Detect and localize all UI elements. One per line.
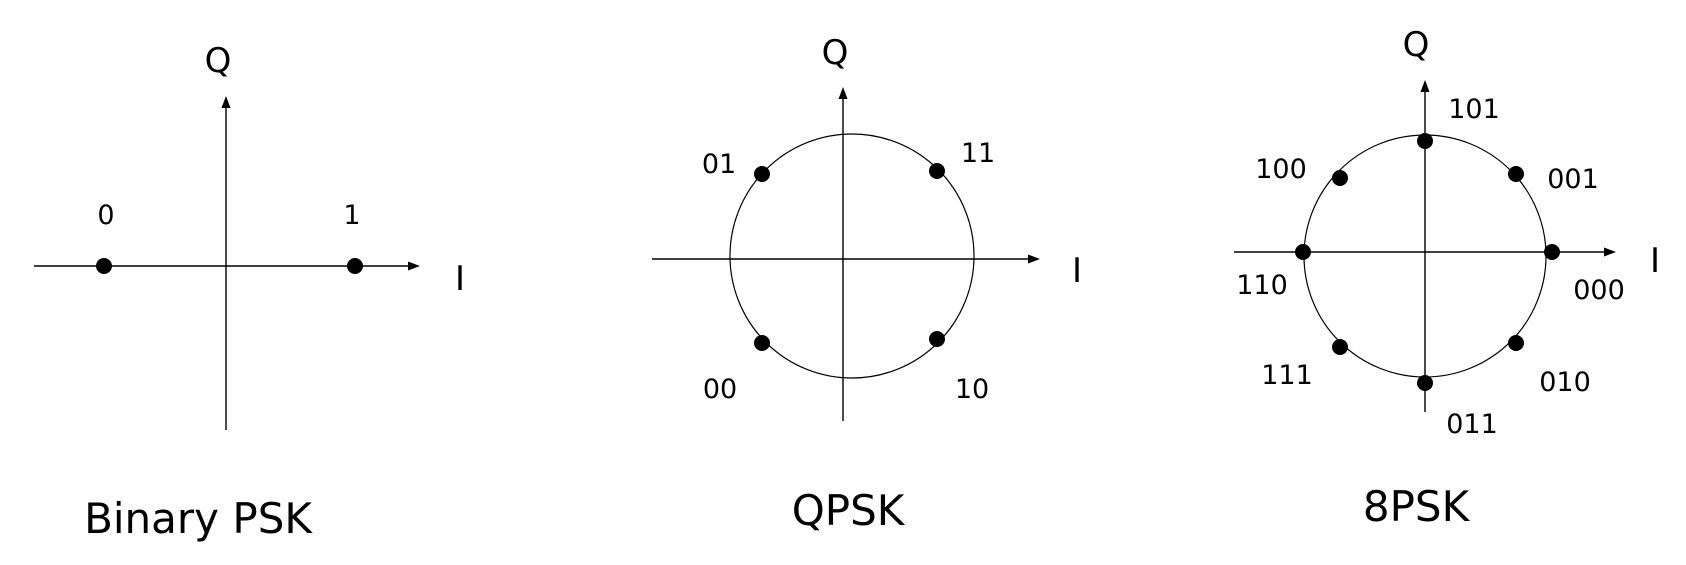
bpsk-point-label-1: 1: [343, 200, 360, 231]
qpsk-point-label-00: 00: [703, 374, 737, 405]
8psk-i-arrow: [1604, 247, 1616, 257]
qpsk-point-00: [754, 335, 770, 351]
bpsk-point-0: [96, 258, 112, 274]
qpsk-point-label-11: 11: [961, 138, 995, 169]
8psk-point-label-110: 110: [1236, 270, 1288, 301]
qpsk-i-label: I: [1072, 251, 1082, 291]
bpsk-point-label-0: 0: [97, 200, 114, 231]
8psk-diagram: Q I 101 100 001 110 000 111 010 011 8PSK: [1234, 25, 1660, 531]
bpsk-i-arrow: [408, 261, 420, 271]
8psk-i-label: I: [1650, 241, 1660, 281]
bpsk-q-arrow: [221, 96, 231, 108]
8psk-point-label-011: 011: [1446, 409, 1498, 440]
8psk-point-label-010: 010: [1539, 367, 1591, 398]
8psk-point-label-100: 100: [1255, 154, 1307, 185]
qpsk-title: QPSK: [792, 486, 906, 535]
8psk-point-100: [1332, 170, 1348, 186]
8psk-point-011: [1417, 375, 1433, 391]
qpsk-point-11: [929, 163, 945, 179]
bpsk-title: Binary PSK: [84, 494, 313, 543]
bpsk-point-1: [347, 258, 363, 274]
qpsk-i-arrow: [1028, 254, 1040, 264]
8psk-q-arrow: [1420, 80, 1430, 92]
qpsk-q-arrow: [838, 87, 848, 99]
qpsk-point-label-10: 10: [955, 374, 989, 405]
8psk-point-000: [1544, 244, 1560, 260]
qpsk-q-label: Q: [822, 33, 849, 73]
qpsk-point-label-01: 01: [702, 149, 736, 180]
8psk-point-label-001: 001: [1547, 164, 1599, 195]
qpsk-unit-circle: [729, 133, 975, 379]
8psk-point-label-000: 000: [1573, 275, 1625, 306]
8psk-point-001: [1508, 166, 1524, 182]
8psk-point-010: [1508, 335, 1524, 351]
bpsk-q-label: Q: [205, 41, 232, 81]
qpsk-point-10: [929, 331, 945, 347]
8psk-point-label-101: 101: [1448, 94, 1500, 125]
8psk-title: 8PSK: [1363, 482, 1471, 531]
bpsk-i-label: I: [455, 259, 465, 299]
8psk-q-label: Q: [1403, 25, 1430, 65]
8psk-point-110: [1295, 244, 1311, 260]
8psk-point-111: [1332, 339, 1348, 355]
8psk-point-label-111: 111: [1261, 360, 1313, 391]
qpsk-diagram: Q I 01 11 00 10 QPSK: [652, 33, 1082, 535]
8psk-point-101: [1417, 133, 1433, 149]
qpsk-point-01: [754, 166, 770, 182]
bpsk-diagram: Q I 0 1 Binary PSK: [34, 41, 465, 543]
